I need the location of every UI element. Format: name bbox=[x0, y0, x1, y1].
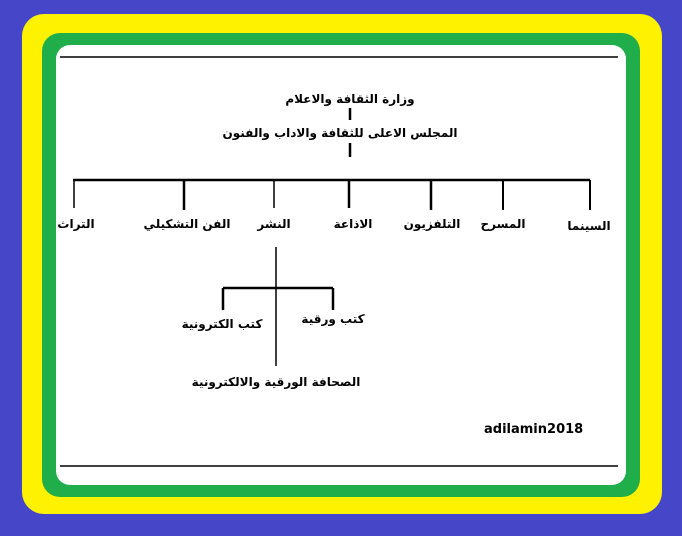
node-council: المجلس الاعلى للثقافة والاداب والفنون bbox=[222, 126, 458, 140]
node-cinema: السينما bbox=[567, 219, 611, 233]
node-heritage: التراث bbox=[57, 217, 95, 231]
node-fine-arts: الفن التشكيلي bbox=[143, 217, 231, 231]
node-press: الصحافة الورقية والالكترونية bbox=[191, 375, 361, 389]
node-radio: الاذاعة bbox=[333, 217, 373, 231]
node-ministry: وزارة الثقافة والاعلام bbox=[285, 92, 415, 106]
signature: adilamin2018 bbox=[484, 422, 584, 437]
node-television: التلفزيون bbox=[403, 217, 461, 231]
node-paper-books: كتب ورقية bbox=[301, 312, 365, 326]
node-e-books: كتب الكترونية bbox=[181, 317, 263, 331]
diagram-canvas bbox=[56, 45, 626, 485]
node-theatre: المسرح bbox=[480, 217, 526, 231]
node-publishing: النشر bbox=[257, 217, 291, 231]
